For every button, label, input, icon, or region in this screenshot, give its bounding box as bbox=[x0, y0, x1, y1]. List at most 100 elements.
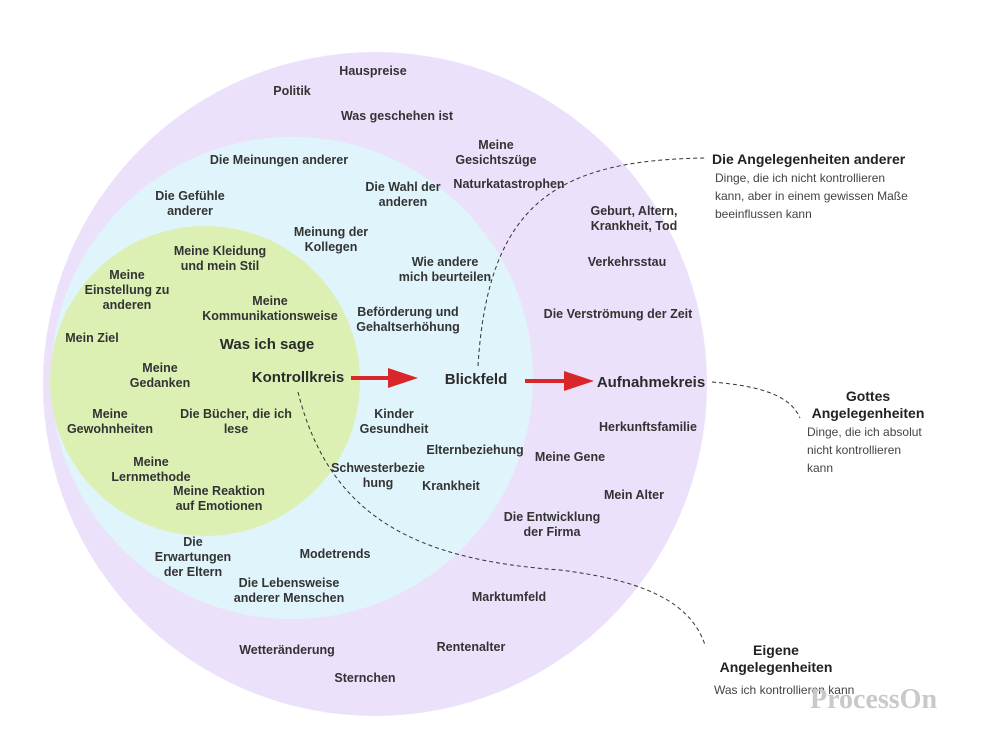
outer-item-line: Wetteränderung bbox=[239, 643, 335, 657]
watermark: ProcessOn bbox=[810, 684, 937, 715]
middle-item-line: Wie andere bbox=[412, 255, 479, 269]
view-circle-title: Blickfeld bbox=[445, 371, 508, 388]
inner-item-line: Gedanken bbox=[130, 376, 190, 390]
outer-item: Herkunftsfamilie bbox=[599, 420, 697, 434]
outer-item-line: Rentenalter bbox=[437, 640, 506, 654]
middle-item: Modetrends bbox=[300, 547, 371, 561]
middle-item-line: Die Meinungen anderer bbox=[210, 153, 348, 167]
outer-item-line: Hauspreise bbox=[339, 64, 406, 78]
annotation-desc: Was ich kontrollieren kann bbox=[714, 683, 854, 697]
inner-item: Mein Ziel bbox=[65, 331, 118, 345]
outer-item: Mein Alter bbox=[604, 488, 664, 502]
annotation-desc-line: Dinge, die ich nicht kontrollieren bbox=[715, 171, 885, 185]
inner-item: Was ich sage bbox=[220, 336, 314, 353]
control-circle bbox=[50, 226, 360, 536]
outer-item-line: Krankheit, Tod bbox=[591, 219, 678, 233]
middle-item-line: Kollegen bbox=[305, 240, 358, 254]
annotation-title: Die Angelegenheiten anderer bbox=[712, 151, 906, 167]
outer-item-line: Meine Gene bbox=[535, 450, 605, 464]
reception-circle-title: Aufnahmekreis bbox=[597, 374, 705, 391]
middle-item-line: Elternbeziehung bbox=[426, 443, 523, 457]
annotation-title-line: Eigene bbox=[753, 642, 799, 658]
arrow-control-to-view bbox=[351, 368, 418, 388]
inner-item-line: Was ich sage bbox=[220, 336, 314, 353]
middle-item-line: mich beurteilen bbox=[399, 270, 491, 284]
inner-item-line: Meine Reaktion bbox=[173, 484, 265, 498]
annotation-desc-line: kann, aber in einem gewissen Maße bbox=[715, 189, 908, 203]
reception-circle-title-line: Aufnahmekreis bbox=[597, 374, 705, 391]
middle-item-line: Schwesterbezie bbox=[331, 461, 425, 475]
inner-item-line: Mein Ziel bbox=[65, 331, 118, 345]
middle-item: Elternbeziehung bbox=[426, 443, 523, 457]
outer-item-line: Die Entwicklung bbox=[504, 510, 601, 524]
inner-item-line: Meine bbox=[109, 268, 144, 282]
annotation-title-line: Gottes bbox=[846, 388, 891, 404]
outer-item: Naturkatastrophen bbox=[453, 177, 564, 191]
annotation-desc-line: beeinflussen kann bbox=[715, 207, 812, 221]
circle-titles: Kontrollkreis Blickfeld Aufnahmekreis bbox=[252, 369, 705, 391]
inner-item-line: auf Emotionen bbox=[176, 499, 263, 513]
outer-item-line: Herkunftsfamilie bbox=[599, 420, 697, 434]
outer-item-line: Naturkatastrophen bbox=[453, 177, 564, 191]
outer-item-line: Politik bbox=[273, 84, 311, 98]
outer-item: Sternchen bbox=[334, 671, 395, 685]
middle-item-line: Erwartungen bbox=[155, 550, 231, 564]
inner-item-line: Kommunikationsweise bbox=[202, 309, 337, 323]
middle-item-line: Meinung der bbox=[294, 225, 368, 239]
inner-item-line: Meine bbox=[142, 361, 177, 375]
outer-item: Marktumfeld bbox=[472, 590, 546, 604]
middle-item: Die Meinungen anderer bbox=[210, 153, 348, 167]
inner-item-line: Meine bbox=[92, 407, 127, 421]
control-circle-title: Kontrollkreis bbox=[252, 369, 345, 386]
middle-item-line: anderen bbox=[379, 195, 428, 209]
outer-item-line: Verkehrsstau bbox=[588, 255, 667, 269]
inner-item-line: anderen bbox=[103, 298, 152, 312]
inner-item-line: lese bbox=[224, 422, 248, 436]
middle-item-line: Die Gefühle bbox=[155, 189, 225, 203]
inner-item-line: Meine bbox=[252, 294, 287, 308]
connector-god bbox=[711, 381, 801, 419]
annotation-desc: Dinge, die ich nicht kontrollieren kann, … bbox=[715, 171, 908, 221]
arrow-control-to-view-head bbox=[388, 368, 418, 388]
outer-item: Hauspreise bbox=[339, 64, 406, 78]
middle-item-line: der Eltern bbox=[164, 565, 222, 579]
view-circle-title-line: Blickfeld bbox=[445, 371, 508, 388]
outer-item-line: Marktumfeld bbox=[472, 590, 546, 604]
connector-own bbox=[297, 391, 706, 646]
middle-item-line: Die bbox=[183, 535, 203, 549]
middle-item-line: anderer Menschen bbox=[234, 591, 344, 605]
outer-item: Wetteränderung bbox=[239, 643, 335, 657]
middle-item-line: Gesundheit bbox=[360, 422, 430, 436]
outer-item-line: Was geschehen ist bbox=[341, 109, 454, 123]
middle-item-line: Die Lebensweise bbox=[239, 576, 340, 590]
middle-item-line: hung bbox=[363, 476, 394, 490]
annotation-desc-line: kann bbox=[807, 461, 833, 475]
control-circle-title-line: Kontrollkreis bbox=[252, 369, 345, 386]
outer-item: Politik bbox=[273, 84, 311, 98]
annotation-title-line: Die Angelegenheiten anderer bbox=[712, 151, 906, 167]
flow-arrows bbox=[351, 368, 594, 391]
outer-item: Geburt, Altern,Krankheit, Tod bbox=[590, 204, 677, 233]
outer-item-line: Die Verströmung der Zeit bbox=[544, 307, 693, 321]
arrow-view-to-reception bbox=[525, 371, 594, 391]
middle-item-line: Modetrends bbox=[300, 547, 371, 561]
